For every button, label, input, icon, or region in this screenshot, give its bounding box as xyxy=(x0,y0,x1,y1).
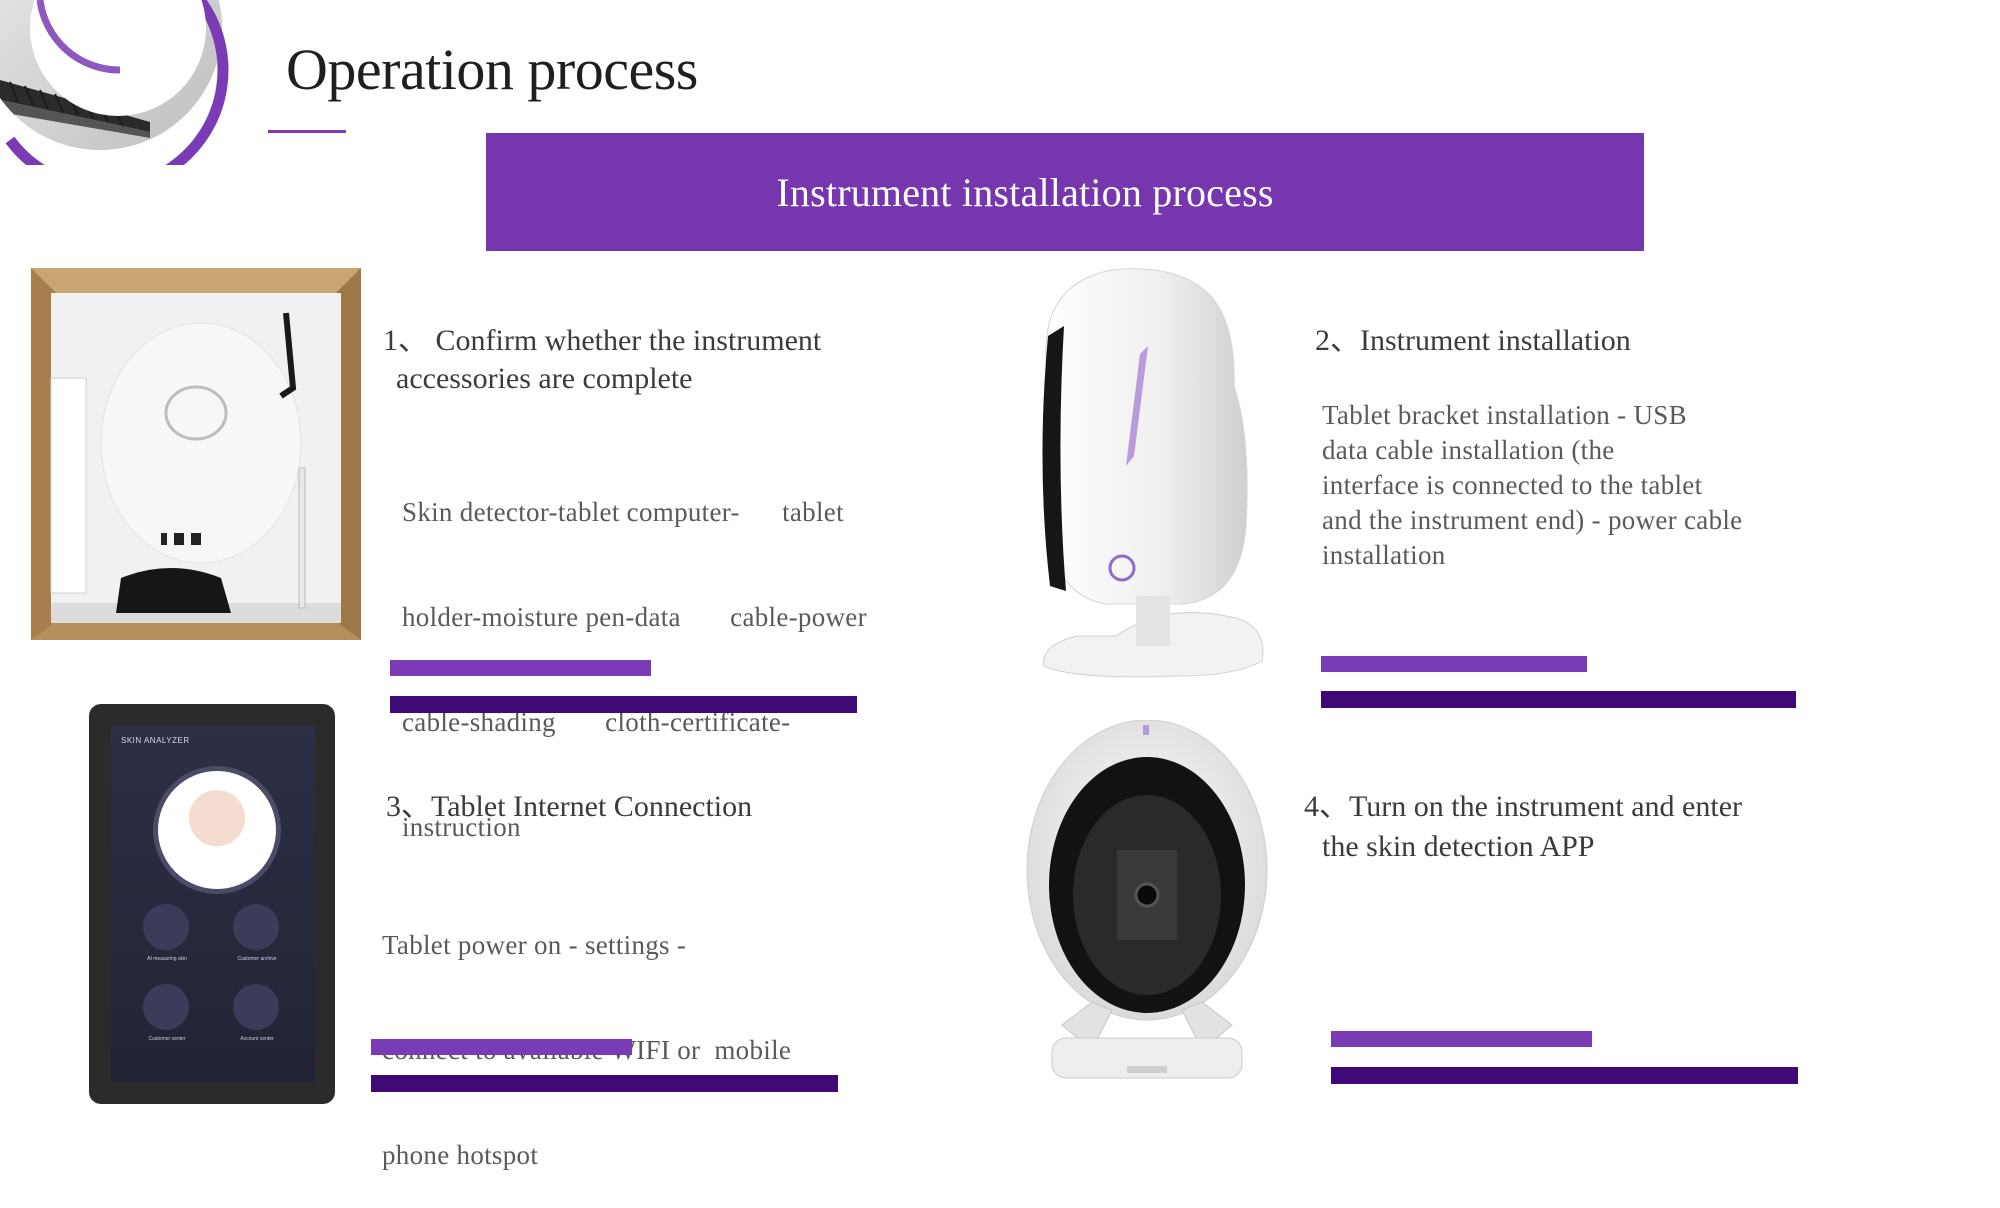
step-4-accent-bar xyxy=(1331,1031,1592,1047)
app-button-label: Account center xyxy=(240,1036,274,1042)
step-2-body-line: and the instrument end) - power cable xyxy=(1322,505,1743,535)
step-3-accent-bar xyxy=(371,1039,632,1055)
step-1-body-line: holder-moisture pen-data cable-power xyxy=(402,602,867,632)
corner-decoration xyxy=(0,0,230,165)
step-3-body-line: phone hotspot xyxy=(382,1140,539,1170)
step-3-title: 3、Tablet Internet Connection xyxy=(386,790,753,823)
step-2-body-line: installation xyxy=(1322,540,1446,570)
step-1-body: Skin detector-tablet computer- tablet ho… xyxy=(402,425,867,880)
instrument-side-photo xyxy=(1036,266,1266,682)
tablet-screen: SKIN ANALYZER AI measuring skin Customer… xyxy=(111,726,315,1082)
step-2-body-line: data cable installation (the xyxy=(1322,435,1615,465)
app-button-label: Customer archive xyxy=(237,956,277,962)
step-1-accent-bar xyxy=(390,660,651,676)
app-button-label: Customer center xyxy=(148,1036,186,1042)
step-1-title: 1、 Confirm whether the instrument access… xyxy=(383,322,821,398)
title-underline xyxy=(268,130,346,133)
step-1-title-line2: accessories are complete xyxy=(396,362,693,395)
tablet-screen-header: SKIN ANALYZER xyxy=(121,736,190,745)
app-button-label: AI measuring skin xyxy=(147,956,187,962)
app-button-customer-archive xyxy=(233,904,279,950)
step-3-body: Tablet power on - settings - connect to … xyxy=(382,858,791,1208)
app-button-ai-measuring xyxy=(143,904,189,950)
step-2-body-line: interface is connected to the tablet xyxy=(1322,470,1703,500)
step-4-divider-bar xyxy=(1331,1067,1798,1084)
banner-text: Instrument installation process xyxy=(776,169,1274,215)
app-button-customer-center xyxy=(143,984,189,1030)
step-2-title: 2、Instrument installation xyxy=(1315,324,1631,357)
section-banner: Instrument installation process xyxy=(486,133,1644,251)
step-1-divider-bar xyxy=(390,696,857,713)
step-1-body-line: Skin detector-tablet computer- tablet xyxy=(402,497,844,527)
box-photo xyxy=(31,268,361,640)
step-1-title-line1: 1、 Confirm whether the instrument xyxy=(383,324,822,357)
instrument-front-photo xyxy=(1022,720,1272,1092)
page-title: Operation process xyxy=(286,37,698,102)
step-4-title: 4、Turn on the instrument and enter the s… xyxy=(1304,788,1742,866)
step-2-divider-bar xyxy=(1321,691,1796,708)
step-3-divider-bar xyxy=(371,1075,838,1092)
tablet-photo: SKIN ANALYZER AI measuring skin Customer… xyxy=(89,704,335,1104)
step-2-body: Tablet bracket installation - USB data c… xyxy=(1322,398,1742,573)
step-1-body-line: instruction xyxy=(402,812,521,842)
step-4-title-line1: 4、Turn on the instrument and enter xyxy=(1304,790,1743,823)
step-2-accent-bar xyxy=(1321,656,1587,672)
step-2-body-line: Tablet bracket installation - USB xyxy=(1322,400,1687,430)
step-4-title-line2: the skin detection APP xyxy=(1322,830,1595,863)
app-button-account-center xyxy=(233,984,279,1030)
face-portrait-circle xyxy=(153,766,281,894)
step-3-body-line: Tablet power on - settings - xyxy=(382,930,687,960)
